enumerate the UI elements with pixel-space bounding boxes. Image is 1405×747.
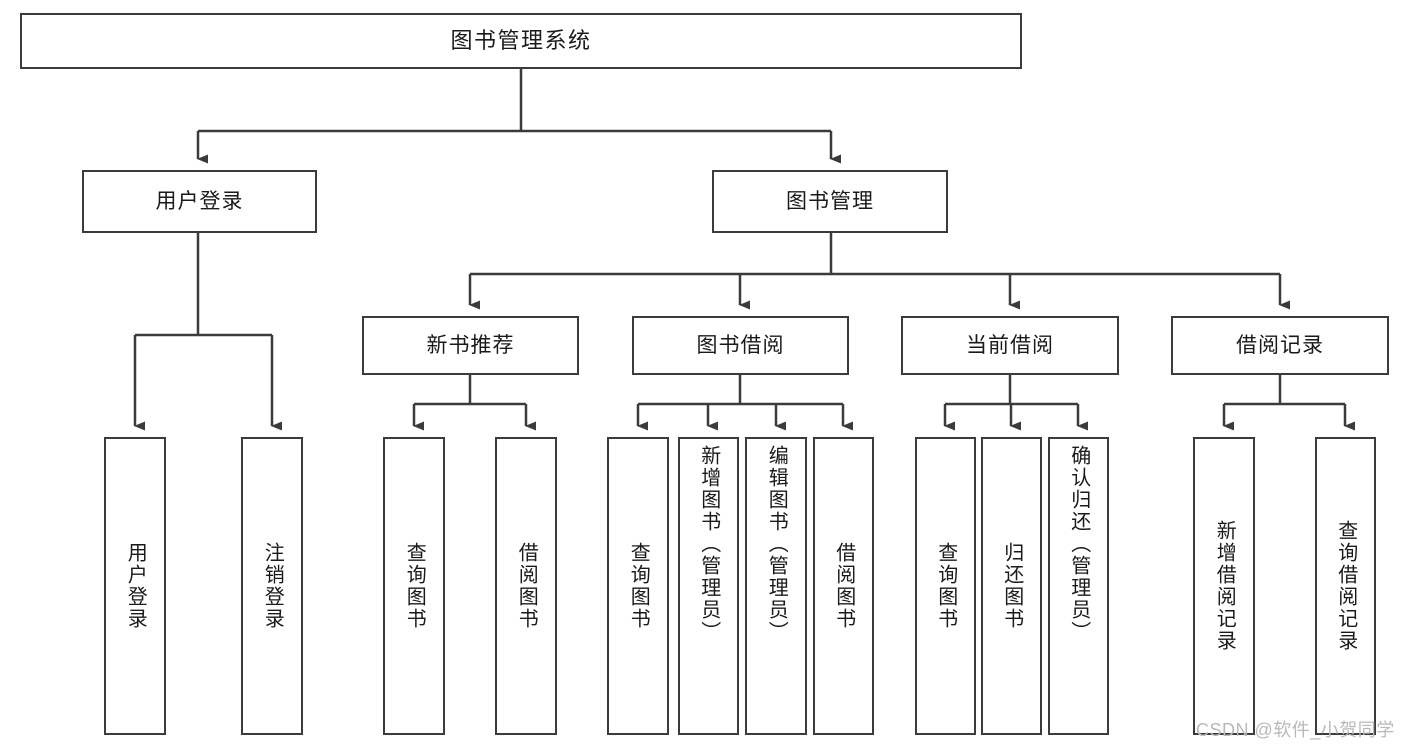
- node-label: 借阅图书: [515, 542, 538, 630]
- node-label: 用户登录: [155, 189, 244, 213]
- node-label: 借阅记录: [1236, 333, 1324, 357]
- node-borrow-record[interactable]: 借阅记录: [1171, 316, 1389, 375]
- node-label: 查询图书: [934, 542, 957, 630]
- leaf-current-borrow-return-book[interactable]: 归还图书: [981, 437, 1042, 735]
- node-label: 新增图书（管理员）: [697, 445, 720, 643]
- leaf-book-borrow-borrow-book[interactable]: 借阅图书: [813, 437, 874, 735]
- leaf-book-borrow-edit-book-admin[interactable]: 编辑图书（管理员）: [745, 437, 807, 735]
- node-label: 查询借阅记录: [1334, 520, 1357, 652]
- leaf-user-login-login[interactable]: 用户登录: [104, 437, 166, 735]
- node-label: 借阅图书: [832, 542, 855, 630]
- node-label: 图书借阅: [696, 333, 785, 357]
- node-new-book-recommend[interactable]: 新书推荐: [362, 316, 579, 375]
- node-book-management[interactable]: 图书管理: [712, 170, 948, 233]
- node-label: 查询图书: [627, 542, 650, 630]
- node-label: 新书推荐: [426, 333, 515, 357]
- node-label: 编辑图书（管理员）: [765, 445, 788, 643]
- node-book-borrow[interactable]: 图书借阅: [632, 316, 849, 375]
- node-user-login[interactable]: 用户登录: [82, 170, 317, 233]
- node-current-borrow[interactable]: 当前借阅: [901, 316, 1119, 375]
- node-label: 归还图书: [1000, 542, 1023, 630]
- node-label: 当前借阅: [966, 333, 1054, 357]
- csdn-watermark: CSDN @软件_小贺同学: [1196, 720, 1395, 740]
- node-root-book-management-system[interactable]: 图书管理系统: [20, 13, 1022, 69]
- leaf-new-book-query-book[interactable]: 查询图书: [383, 437, 445, 735]
- leaf-book-borrow-query-book[interactable]: 查询图书: [607, 437, 669, 735]
- leaf-current-borrow-confirm-return-admin[interactable]: 确认归还（管理员）: [1048, 437, 1109, 735]
- node-label: 查询图书: [403, 542, 426, 630]
- node-label: 用户登录: [124, 542, 147, 630]
- node-label: 注销登录: [261, 542, 284, 630]
- leaf-book-borrow-add-book-admin[interactable]: 新增图书（管理员）: [678, 437, 739, 735]
- node-label: 确认归还（管理员）: [1067, 445, 1090, 643]
- leaf-borrow-record-query-record[interactable]: 查询借阅记录: [1315, 437, 1376, 735]
- node-label: 新增借阅记录: [1213, 520, 1236, 652]
- leaf-user-login-logout[interactable]: 注销登录: [241, 437, 303, 735]
- leaf-borrow-record-add-record[interactable]: 新增借阅记录: [1193, 437, 1255, 735]
- node-label: 图书管理: [786, 189, 874, 213]
- node-label: 图书管理系统: [450, 27, 592, 53]
- leaf-current-borrow-query-book[interactable]: 查询图书: [915, 437, 976, 735]
- leaf-new-book-borrow-book[interactable]: 借阅图书: [495, 437, 557, 735]
